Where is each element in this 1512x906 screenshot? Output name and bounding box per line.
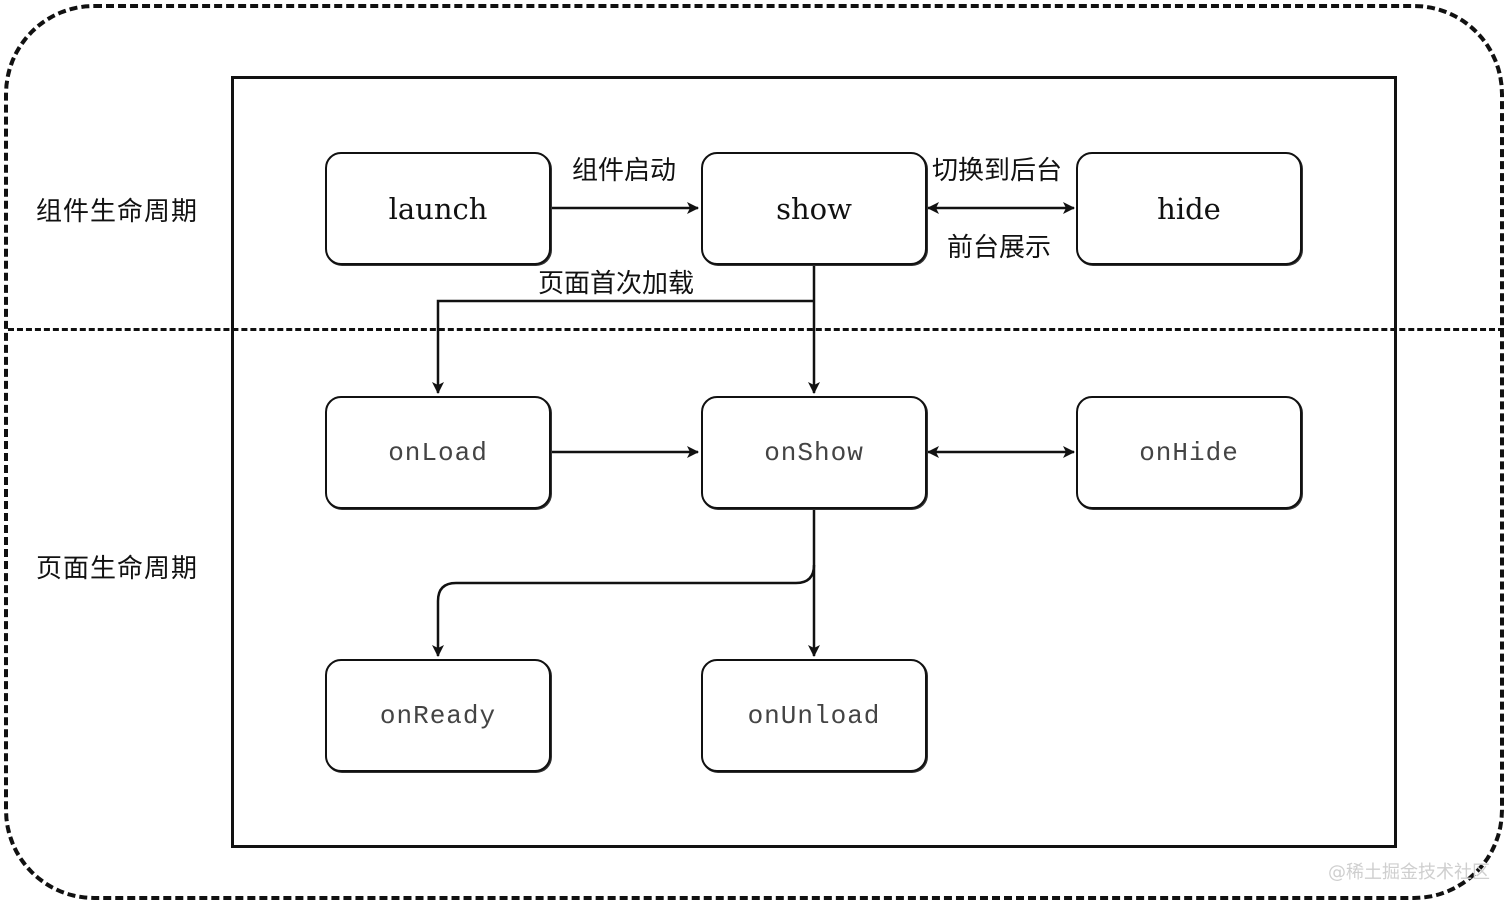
edge-label-hide-show: 前台展示 [947, 233, 1052, 263]
node-hide: hide [1076, 152, 1302, 265]
watermark: @稀土掘金技术社区 [1328, 862, 1490, 883]
section-divider [8, 328, 1504, 331]
edge-label-first-load: 页面首次加载 [538, 269, 695, 299]
inner-frame [231, 76, 1397, 848]
node-onhide: onHide [1076, 396, 1302, 509]
section-label-page: 页面生命周期 [36, 554, 199, 584]
edge-onshow-onready [432, 564, 816, 657]
outer-dashed-border [4, 4, 1504, 900]
node-onshow: onShow [701, 396, 927, 509]
edge-show-onload [432, 299, 814, 394]
section-label-component: 组件生命周期 [36, 197, 199, 227]
node-launch: launch [325, 152, 551, 265]
edge-label-show-hide: 切换到后台 [932, 156, 1063, 186]
node-onready: onReady [325, 659, 551, 772]
node-onunload: onUnload [701, 659, 927, 772]
node-show: show [701, 152, 927, 265]
node-onload: onLoad [325, 396, 551, 509]
edge-label-launch-show: 组件启动 [572, 156, 677, 186]
